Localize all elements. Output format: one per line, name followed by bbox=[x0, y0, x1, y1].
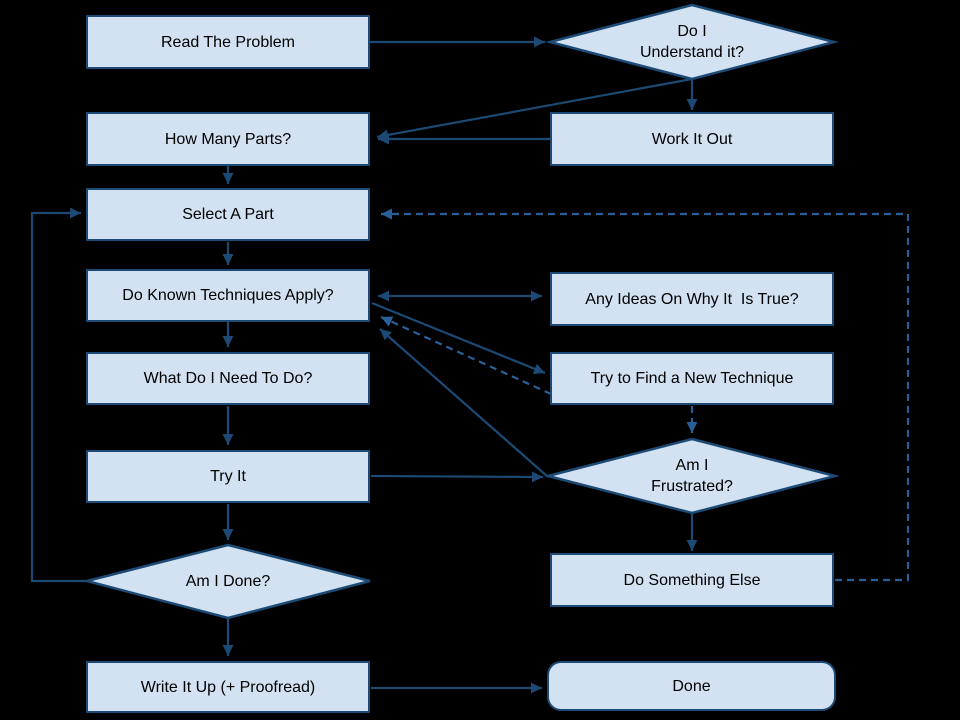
edge-knowntechniques-to-newtechnique bbox=[371, 301, 546, 375]
edge-understand-to-howmanyparts bbox=[376, 77, 693, 141]
node-done: Done bbox=[547, 661, 836, 711]
node-try-it: Try It bbox=[86, 450, 370, 503]
label-am-i-done: Am I Done? bbox=[185, 572, 271, 590]
label-am-i-frustrated: Am I Frustrated? bbox=[651, 457, 733, 495]
label-do-i-understand-it: Do I Understand it? bbox=[639, 23, 745, 61]
node-read-the-problem: Read The Problem bbox=[86, 15, 370, 69]
node-do-known-techniques-apply: Do Known Techniques Apply? bbox=[86, 269, 370, 322]
node-how-many-parts: How Many Parts? bbox=[86, 112, 370, 166]
node-what-do-i-need-to-do: What Do I Need To Do? bbox=[86, 352, 370, 405]
diamond-am-i-frustrated bbox=[547, 437, 840, 515]
node-write-it-up-proofread: Write It Up (+ Proofread) bbox=[86, 661, 370, 713]
edge-dosomethingelse-loop-to-selectapart-dashed bbox=[381, 208, 910, 582]
node-try-to-find-new-technique: Try to Find a New Technique bbox=[550, 352, 834, 405]
node-do-something-else: Do Something Else bbox=[550, 553, 834, 607]
node-any-ideas-why-true: Any Ideas On Why It Is True? bbox=[550, 272, 834, 326]
edge-frustrated-to-knowntechniques bbox=[379, 328, 549, 478]
edge-amidone-loop-to-selectapart bbox=[30, 207, 87, 583]
diamond-do-i-understand-it bbox=[545, 3, 839, 81]
edge-newtechnique-to-knowntechniques-dashed bbox=[380, 315, 552, 396]
edge-tryit-to-frustrated bbox=[370, 471, 544, 483]
node-work-it-out: Work It Out bbox=[550, 112, 834, 166]
diamond-am-i-done bbox=[82, 543, 371, 620]
node-select-a-part: Select A Part bbox=[86, 188, 370, 241]
